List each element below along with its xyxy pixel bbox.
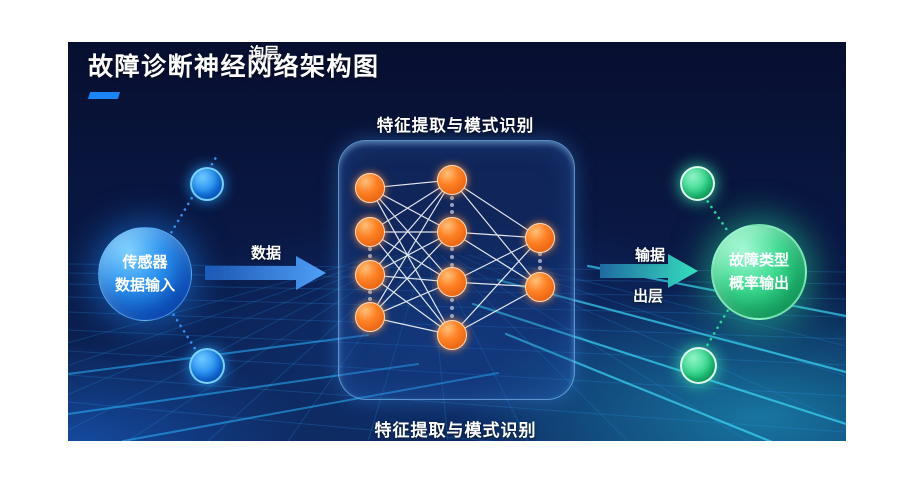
fault-output-label-line2: 概率输出 (728, 275, 789, 292)
network-box-label-bottom: 特征提取与模式识别 (374, 421, 537, 440)
title-underline (87, 92, 121, 99)
input-arrow-label-top: 数据 (250, 245, 281, 262)
sensor-input-label-line2: 数据输入 (114, 277, 175, 294)
network-box-label-top: 特征提取与模式识别 (376, 117, 535, 135)
sensor-input-label-line1: 传感器 (122, 253, 168, 271)
output-arrow-label-top: 输据 (634, 247, 665, 264)
output-satellite-circle-top (680, 166, 715, 201)
page-title: 故障诊断神经网络架构图 (88, 53, 380, 81)
input-satellite-circle-bottom (189, 348, 225, 384)
diagram-panel: 故障诊断神经网络架构图 (68, 42, 846, 441)
network-neuron-nodes (355, 165, 555, 350)
network-and-arrows-layer (166, 152, 733, 357)
input-arrow-label-bottom: 询层 (248, 45, 279, 62)
input-flow-arrow (205, 256, 326, 290)
sensor-input-circle: 传感器 数据输入 (98, 227, 192, 321)
network-edges (369, 179, 541, 336)
input-satellite-circle-top (190, 167, 224, 201)
output-satellite-circle-bottom (680, 347, 717, 384)
output-dotted-connectors (702, 194, 733, 351)
input-dotted-connectors (166, 152, 220, 357)
fault-output-circle: 故障类型 概率输出 (711, 224, 807, 320)
output-arrow-label-bottom: 出层 (632, 288, 663, 305)
output-flow-arrow (600, 254, 698, 288)
fault-output-label-line1: 故障类型 (728, 251, 789, 269)
